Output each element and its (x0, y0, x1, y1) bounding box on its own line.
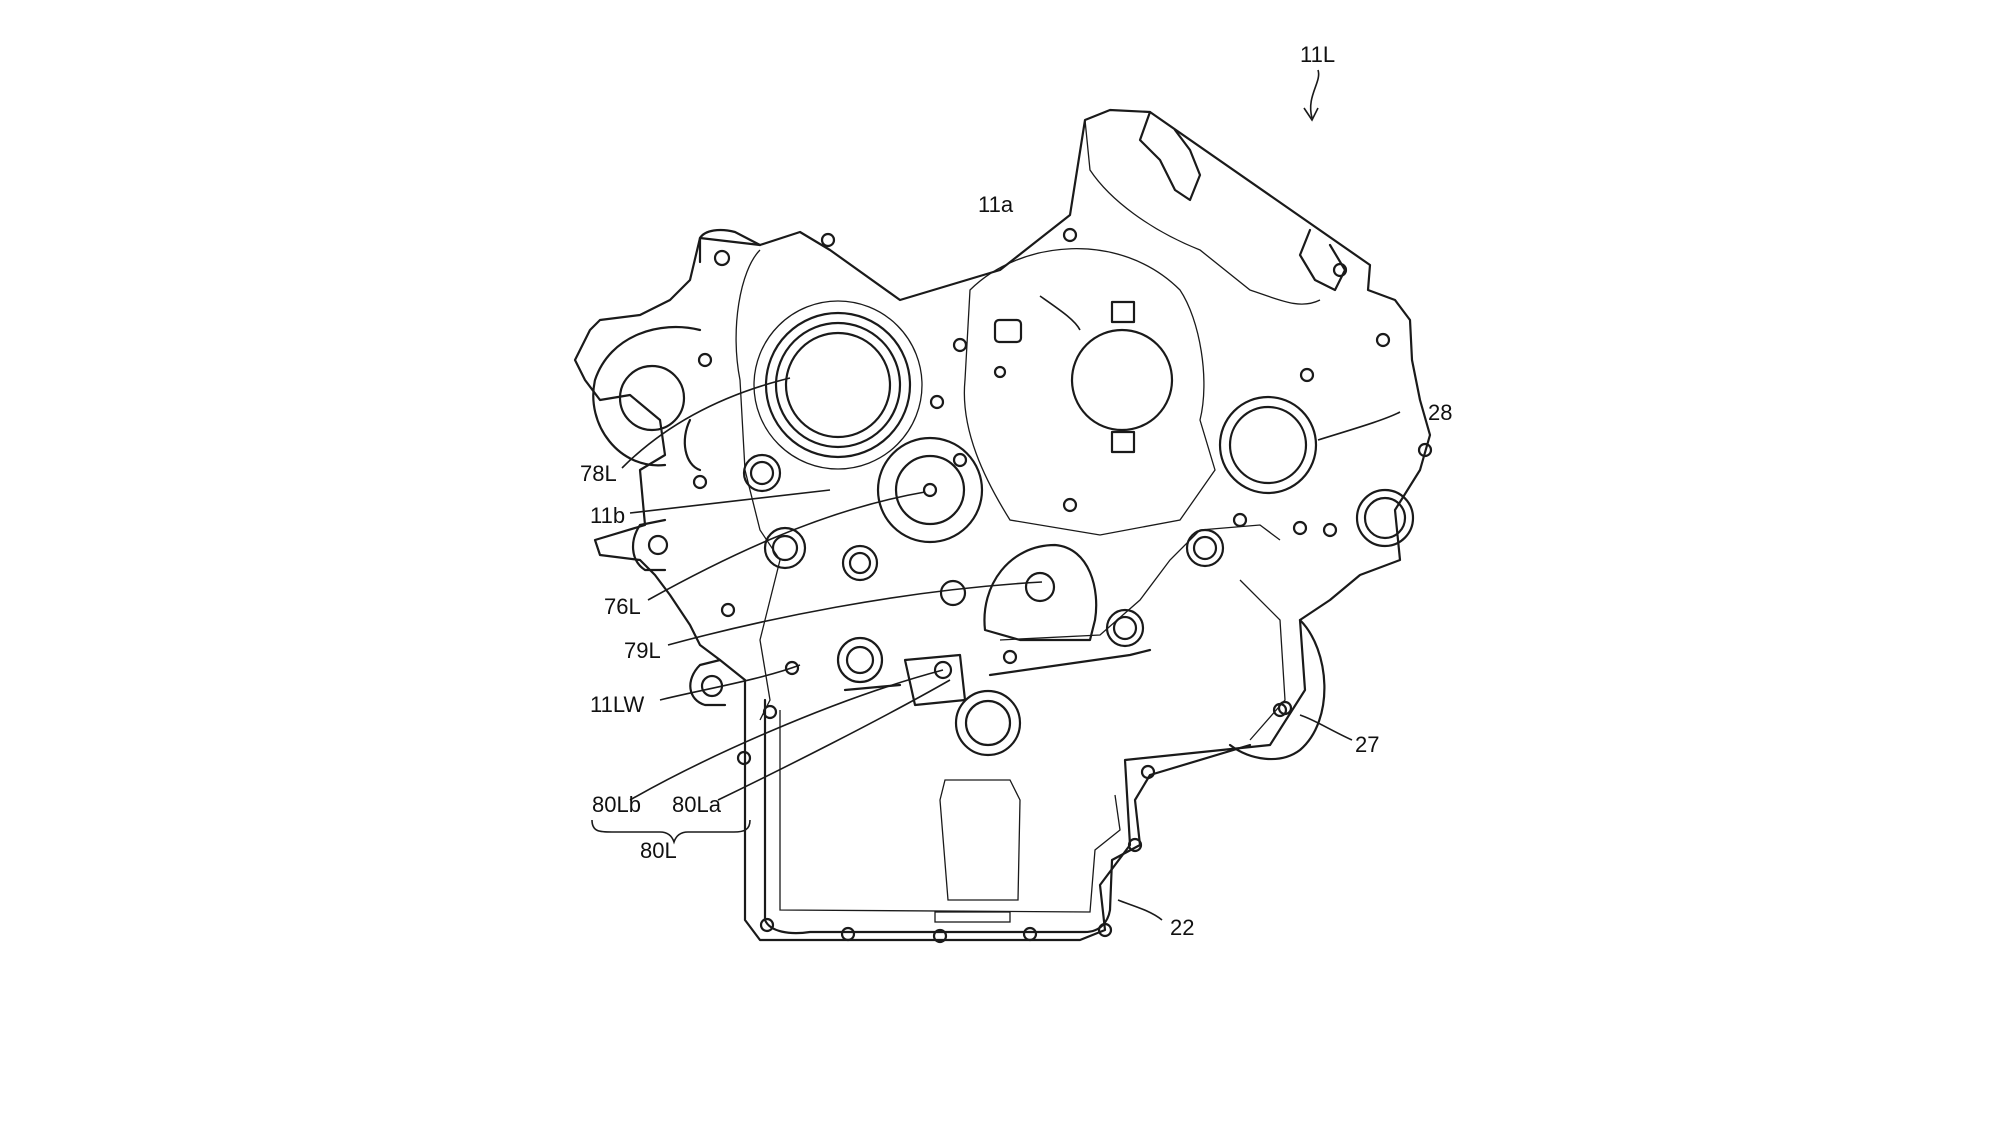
right-lobe-rib (1239, 579, 1286, 741)
boss (841, 544, 879, 582)
small-hole (993, 365, 1007, 379)
reference-arrow-11L (1309, 69, 1320, 119)
small-boss (939, 579, 967, 607)
oil-hole (933, 660, 953, 680)
upper-left-ear (698, 228, 762, 264)
bore-boss (753, 300, 923, 470)
boss-inner (749, 460, 775, 486)
label-80Lb: 80Lb (592, 792, 641, 817)
crank-cover-outline (963, 248, 1216, 536)
bore-76L-inner (894, 454, 966, 526)
label-22: 22 (1170, 915, 1194, 940)
left-side-lug-1 (632, 518, 667, 572)
boss-79L (983, 543, 1098, 642)
oil-strainer (939, 779, 1021, 901)
label-11L: 11L (1300, 42, 1335, 67)
lower-bore-inner (964, 699, 1012, 747)
bearing-bore-78L-mid (774, 321, 902, 449)
gasket-bolt-holes (692, 227, 1433, 944)
right-bore-inner (1228, 405, 1308, 485)
label-80La: 80La (672, 792, 722, 817)
left-boss-inner (845, 645, 875, 675)
label-79L: 79L (624, 638, 661, 663)
center-boss-inner (1112, 615, 1138, 641)
label-80L: 80L (640, 838, 677, 863)
boss (763, 526, 807, 570)
crank-key-bottom (1110, 430, 1136, 454)
label-78L: 78L (580, 461, 617, 486)
center-boss (1105, 608, 1145, 648)
left-side-lug-2 (689, 658, 727, 707)
label-28: 28 (1428, 400, 1452, 425)
right-lobe-27 (1228, 618, 1326, 761)
top-right-bracket-2 (1298, 228, 1347, 292)
brace-80L (591, 819, 751, 845)
oil-pan-inner (779, 710, 1121, 913)
top-right-bracket (1138, 110, 1202, 202)
label-27: 27 (1355, 732, 1379, 757)
boss-inner (771, 534, 799, 562)
bolt-hole (713, 249, 731, 267)
label-11LW: 11LW (590, 692, 644, 717)
oil-passage-80L (903, 653, 967, 707)
center-rib (999, 524, 1281, 641)
lower-bore-outer (954, 689, 1022, 757)
right-bore-outer (1218, 395, 1318, 495)
boss (742, 453, 782, 493)
left-ear-hole (618, 364, 686, 432)
drain-boss (934, 911, 1011, 923)
boss-inner (848, 551, 872, 575)
inner-rib-left (735, 249, 781, 721)
arrow-head (1303, 107, 1319, 122)
left-mount-ear (592, 326, 702, 467)
center-right-boss (1185, 528, 1225, 568)
right-boss (1355, 488, 1415, 548)
bore-76L-outer (876, 436, 984, 544)
oil-passage-channel (843, 648, 1152, 692)
boss-79L-hole (1024, 571, 1056, 603)
bearing-bore-78L-inner (784, 331, 892, 439)
left-side-lug-3 (683, 418, 702, 472)
center-right-boss-inner (1192, 535, 1218, 561)
left-boss (836, 636, 884, 684)
lug-hole (647, 534, 669, 556)
label-11b: 11b (590, 503, 625, 528)
right-boss-inner (1363, 496, 1407, 540)
oil-pan-gasket (763, 698, 1252, 935)
top-rib (1084, 119, 1321, 305)
square-boss (993, 318, 1023, 344)
label-76L: 76L (604, 594, 641, 619)
bearing-bore-78L-outer (764, 311, 912, 459)
label-11a: 11a (978, 192, 1014, 217)
crank-bore (1070, 328, 1174, 432)
crank-key-top (1110, 300, 1136, 324)
leader-lines (621, 295, 1401, 921)
bore-76L-center (922, 482, 938, 498)
